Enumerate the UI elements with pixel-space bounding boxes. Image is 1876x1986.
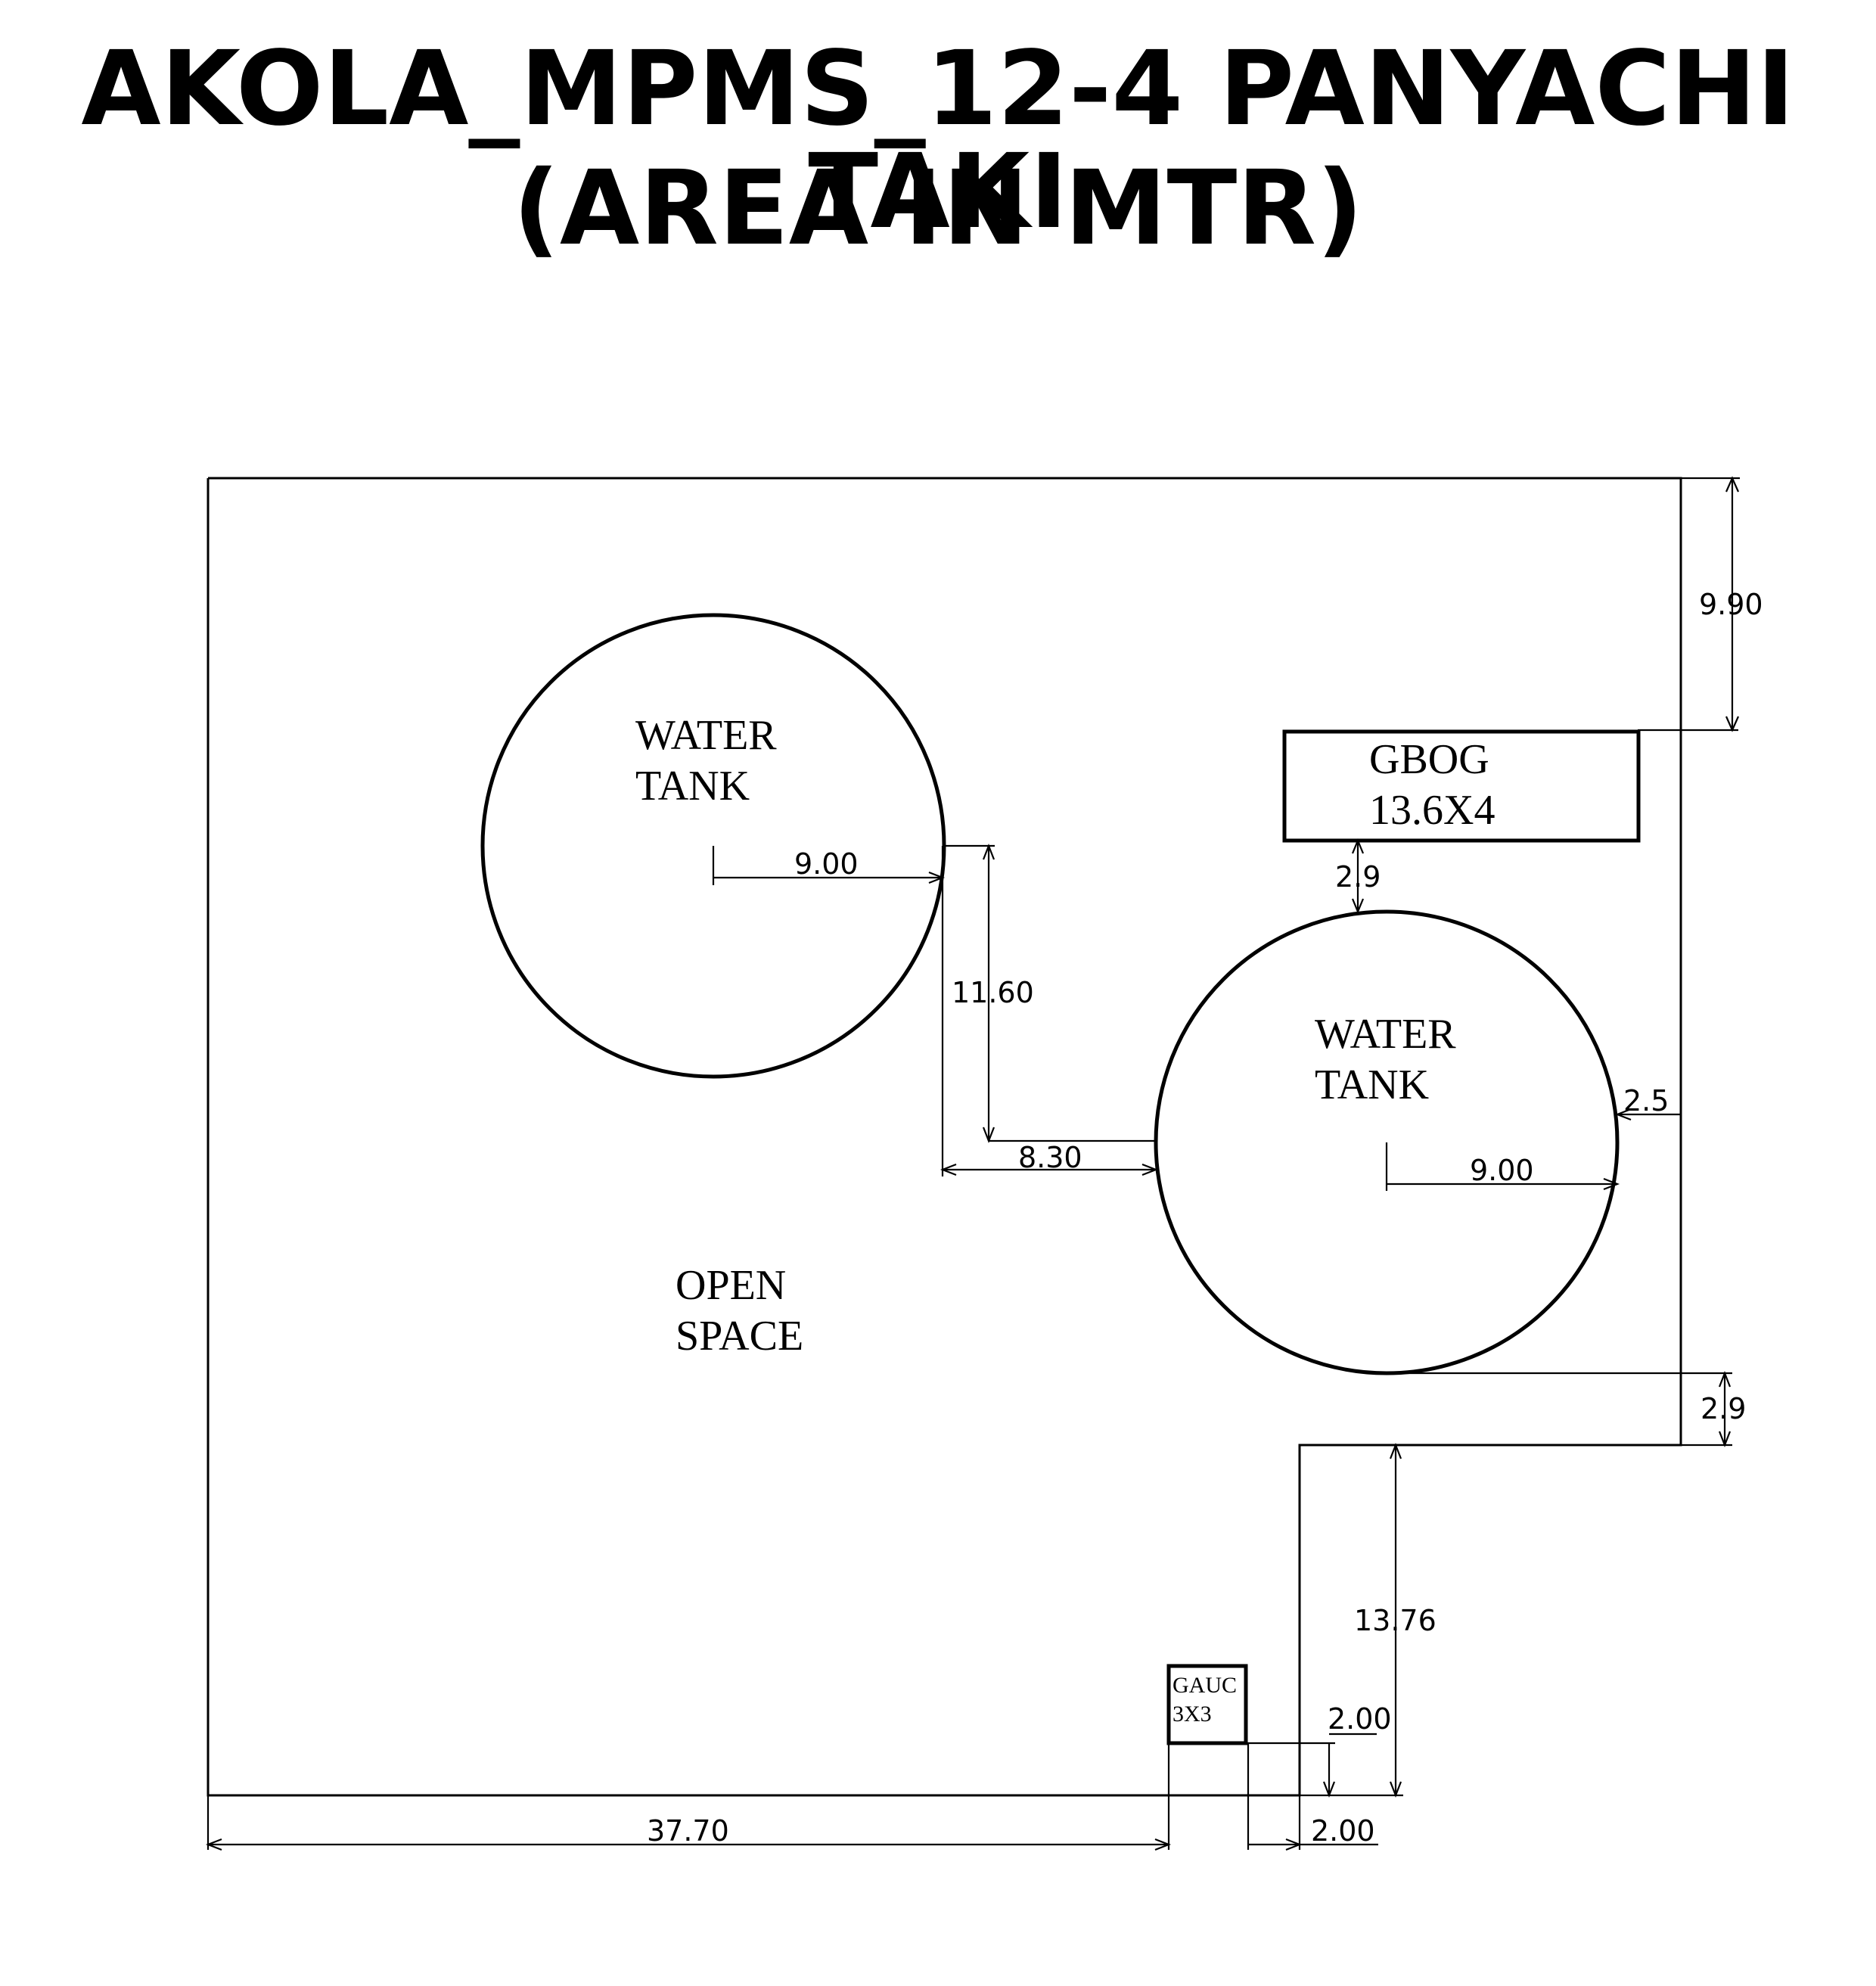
gbog-label-line-2: 13.6X4: [1369, 787, 1495, 834]
water-tank-1: WATER TANK 9.00: [480, 613, 946, 1079]
gbog-label-line-1: GBOG: [1369, 736, 1489, 783]
gauc-label-line-1: GAUC: [1172, 1673, 1237, 1698]
open-space: OPEN SPACE: [676, 1262, 803, 1360]
dimension-right-notch: 2.9: [1387, 1370, 1746, 1448]
dim-label-right-notch: 2.9: [1701, 1392, 1746, 1425]
diagram-title-line-1: AKOLA_MPMS_12-4 PANYACHI TAKI: [81, 30, 1795, 252]
dim-label-gauc-vertical: 2.00: [1328, 1702, 1392, 1736]
plot-boundary: [207, 477, 1682, 1797]
dimension-right-top: 9.90: [1638, 476, 1763, 732]
dim-label-bottom-small: 2.00: [1311, 1814, 1375, 1848]
dim-label-gbog-gap: 2.9: [1335, 860, 1381, 894]
dimension-bottom-small: 2.00: [1247, 1743, 1378, 1851]
dimension-gauc-vertical: 2.00: [1246, 1702, 1392, 1798]
gauc-block: GAUC 3X3: [1166, 1664, 1248, 1745]
gauc-rect: [1166, 1664, 1248, 1745]
dimension-bottom-length: 37.70: [205, 1743, 1172, 1851]
dim-label-vertical-between: 11.60: [952, 976, 1034, 1009]
gbog-block: GBOG 13.6X4: [1282, 729, 1641, 843]
dimension-between-tanks-horizontal: 8.30: [940, 1139, 1159, 1176]
dim-label-bottom-length: 37.70: [647, 1814, 729, 1848]
dim-label-tank-1-radius: 9.00: [794, 847, 859, 881]
dim-label-tank2-wall: 2.5: [1623, 1084, 1669, 1117]
dim-label-notch-vertical: 13.76: [1354, 1604, 1437, 1637]
dimension-between-tanks-vertical: 11.60: [941, 843, 1034, 1176]
tank-2-label-line-1: WATER: [1315, 1011, 1456, 1058]
dimension-notch-vertical: 13.76: [1300, 1442, 1437, 1798]
dim-label-tank-2-radius: 9.00: [1470, 1154, 1534, 1187]
open-space-label-line-2: SPACE: [676, 1313, 803, 1360]
tank-1-label-line-1: WATER: [635, 712, 777, 759]
dimension-tank2-to-wall: 2.5: [1614, 1084, 1681, 1121]
dimension-gbog-tank-gap: 2.9: [1335, 838, 1381, 914]
gauc-label-line-2: 3X3: [1172, 1702, 1212, 1726]
tank-1-label-line-2: TANK: [635, 763, 750, 810]
water-tank-2: WATER TANK 9.00: [1154, 909, 1620, 1375]
open-space-label-line-1: OPEN: [676, 1262, 786, 1309]
gbog-rect: [1282, 729, 1641, 843]
dim-label-horizontal-between: 8.30: [1018, 1141, 1082, 1174]
dim-label-right-top: 9.90: [1699, 588, 1763, 621]
tank-2-label-line-2: TANK: [1315, 1061, 1429, 1108]
diagram-title-line-2: (AREA IN MTR): [512, 149, 1364, 269]
